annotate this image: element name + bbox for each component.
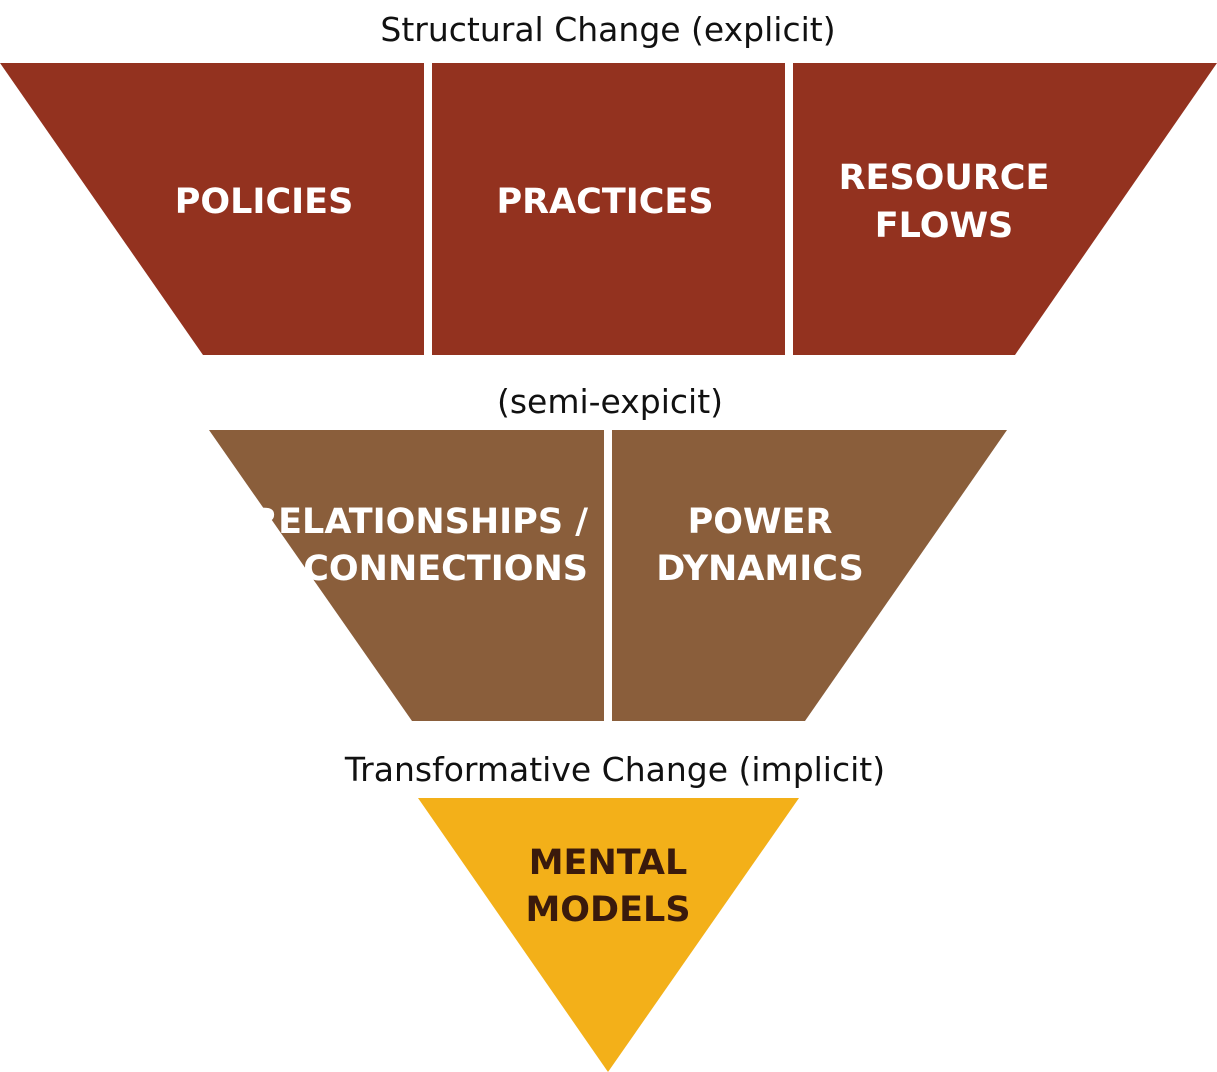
semi-explicit-caption: (semi-expicit) bbox=[497, 382, 723, 421]
power-dynamics-label-line1: POWER bbox=[688, 502, 833, 542]
structural-change-caption: Structural Change (explicit) bbox=[380, 10, 835, 49]
relationships-box bbox=[209, 430, 604, 721]
implicit-level: MENTAL MODELS bbox=[418, 798, 799, 1072]
relationships-label-line1: RELATIONSHIPS / bbox=[251, 502, 588, 542]
resource-flows-label-line1: RESOURCE bbox=[839, 158, 1050, 198]
power-dynamics-box bbox=[612, 430, 1007, 721]
resource-flows-box bbox=[793, 63, 1217, 355]
policies-box bbox=[0, 63, 424, 355]
explicit-level: POLICIES PRACTICES RESOURCE FLOWS bbox=[0, 63, 1217, 355]
mental-models-label-line2: MODELS bbox=[525, 890, 690, 930]
mental-models-label-line1: MENTAL bbox=[529, 843, 688, 883]
power-dynamics-label-line2: DYNAMICS bbox=[656, 549, 864, 589]
policies-label: POLICIES bbox=[175, 182, 354, 222]
relationships-label-line2: CONNECTIONS bbox=[303, 549, 588, 589]
resource-flows-label-line2: FLOWS bbox=[875, 206, 1014, 246]
semi-explicit-level: RELATIONSHIPS / CONNECTIONS POWER DYNAMI… bbox=[209, 430, 1007, 721]
transformative-change-caption: Transformative Change (implicit) bbox=[344, 750, 885, 789]
practices-label: PRACTICES bbox=[496, 182, 713, 222]
mental-models-triangle bbox=[418, 798, 799, 1072]
practices-box bbox=[432, 63, 785, 355]
